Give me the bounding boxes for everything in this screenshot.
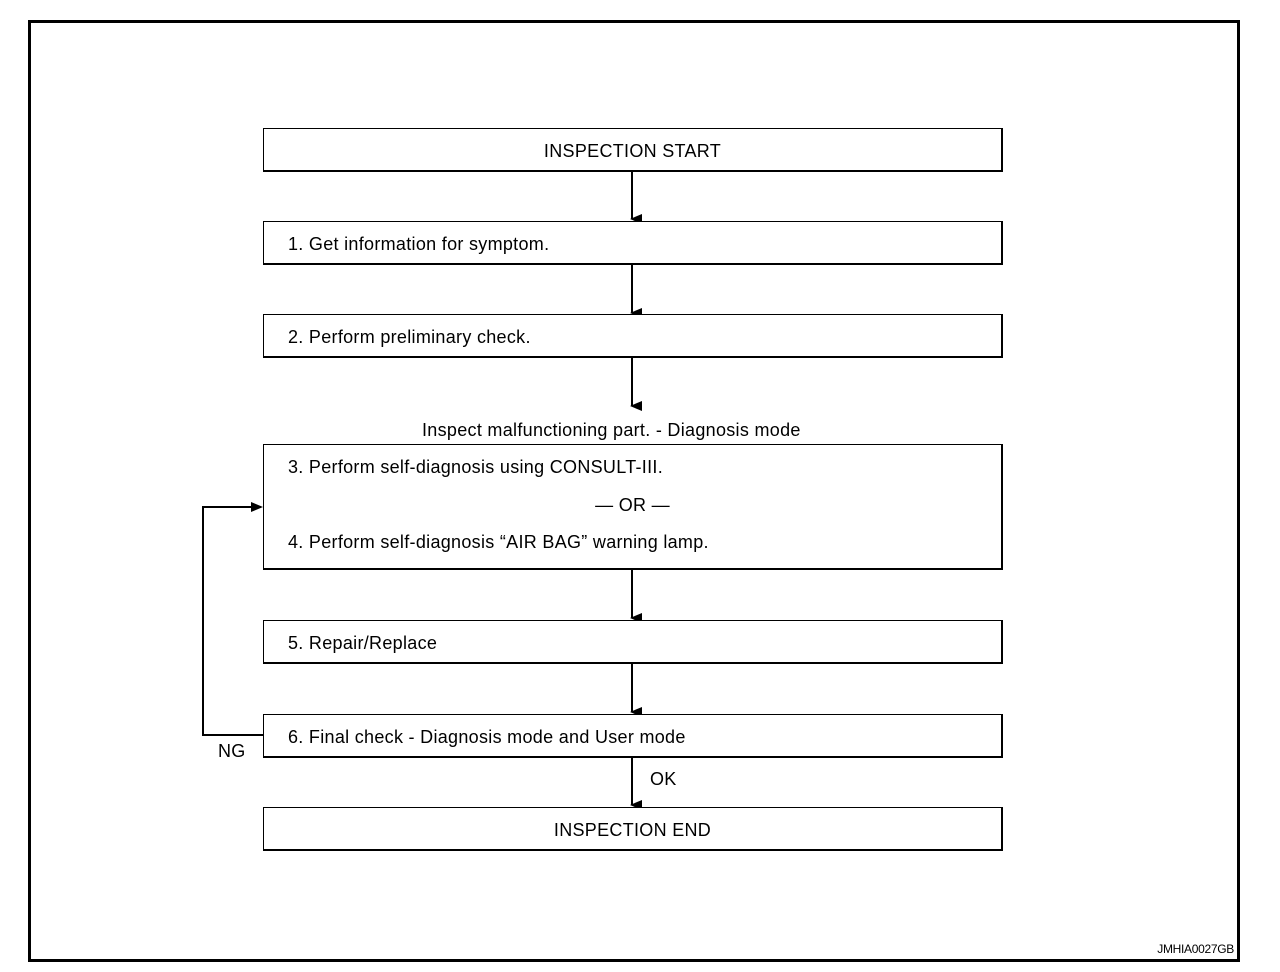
inspection-start-label: INSPECTION START: [543, 141, 722, 161]
step-2-label: 2. Perform preliminary check.: [288, 327, 531, 347]
ng-label: NG: [218, 741, 246, 761]
diagram-frame: [28, 20, 1240, 962]
inspection-end-box: INSPECTION END: [263, 807, 1003, 851]
step-5-box: 5. Repair/Replace: [263, 620, 1003, 664]
inspection-end-label: INSPECTION END: [553, 820, 712, 840]
step-1-label: 1. Get information for symptom.: [288, 234, 550, 254]
inspection-start-box: INSPECTION START: [263, 128, 1003, 172]
step-6-box: 6. Final check - Diagnosis mode and User…: [263, 714, 1003, 758]
or-separator: — OR —: [595, 495, 670, 515]
ok-label: OK: [650, 769, 677, 789]
step-2-box: 2. Perform preliminary check.: [263, 314, 1003, 358]
figure-code: JMHIA0027GB: [1157, 942, 1234, 956]
step-5-label: 5. Repair/Replace: [288, 633, 438, 653]
step-3-label: 3. Perform self-diagnosis using CONSULT-…: [288, 457, 663, 477]
step-6-label: 6. Final check - Diagnosis mode and User…: [288, 727, 686, 747]
step-1-box: 1. Get information for symptom.: [263, 221, 1003, 265]
ng-loop-connector: [202, 502, 264, 736]
section-heading: Inspect malfunctioning part. - Diagnosis…: [422, 420, 801, 440]
step-3-4-box: 3. Perform self-diagnosis using CONSULT-…: [263, 444, 1003, 570]
step-4-label: 4. Perform self-diagnosis “AIR BAG” warn…: [288, 532, 709, 552]
